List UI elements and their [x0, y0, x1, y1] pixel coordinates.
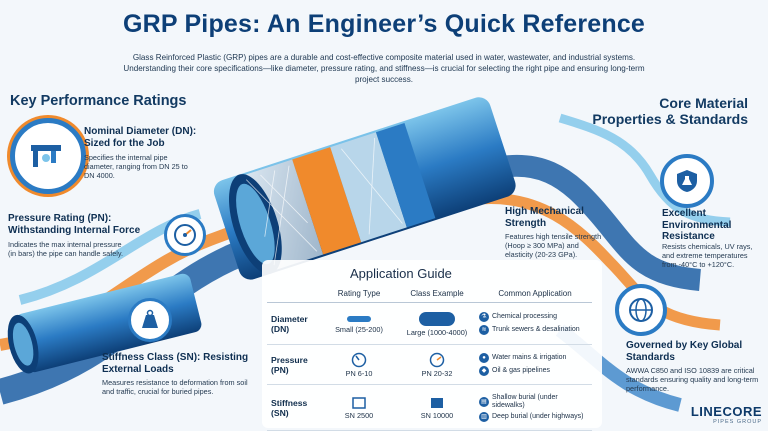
- pressure-rating: PN 6-10: [345, 368, 373, 378]
- heavy-load-icon: [431, 397, 443, 408]
- stiffness-rating: SN 2500: [344, 410, 374, 420]
- sewer-icon: ≋: [479, 325, 489, 335]
- weight-icon: [142, 309, 158, 328]
- row-pressure-label: Pressure (PN): [267, 344, 322, 385]
- pressure-body: Indicates the max internal pressure (in …: [8, 240, 124, 259]
- stiffness-example: SN 10000: [420, 410, 454, 420]
- page-title: GRP Pipes: An Engineer’s Quick Reference: [122, 10, 646, 38]
- left-heading: Key Performance Ratings: [10, 93, 187, 109]
- stiffness-app-2: Deep burial (under highways): [492, 412, 584, 420]
- high-pressure-gauge-icon: [429, 352, 445, 367]
- stiffness-icon-circle: [128, 298, 172, 342]
- header-common-application: Common Application: [478, 286, 592, 303]
- diameter-rating: Small (25-200): [335, 324, 383, 334]
- strength-body: Features high tensile strength (Hoop ≥ 3…: [505, 232, 602, 260]
- intro-text: Glass Reinforced Plastic (GRP) pipes are…: [123, 53, 645, 84]
- gauge-icon-circle: [164, 214, 206, 256]
- standards-title: Governed by Key Global Standards: [626, 340, 743, 363]
- low-pressure-gauge-icon: [351, 352, 367, 367]
- oil-drop-icon: ◆: [479, 366, 489, 376]
- application-guide-table: Rating Type Class Example Common Applica…: [267, 286, 592, 431]
- caliper-icon: [31, 145, 61, 167]
- diameter-title: Nominal Diameter (DN): Sized for the Job: [84, 126, 197, 149]
- diameter-body: Specifies the internal pipe diameter, ra…: [84, 153, 188, 181]
- row-stiffness-label: Stiffness (SN): [267, 384, 322, 431]
- stiffness-body: Measures resistance to deformation from …: [102, 378, 248, 397]
- large-pipe-icon: [419, 311, 455, 326]
- stiffness-app-1: Shallow burial (under sidewalks): [492, 393, 558, 409]
- diameter-app-2: Trunk sewers & desalination: [492, 326, 580, 333]
- logo-name: LINECORE: [690, 404, 762, 419]
- gauge-icon: [174, 224, 196, 246]
- environment-icon-circle: [660, 154, 714, 208]
- environment-body: Resists chemicals, UV rays, and extreme …: [662, 242, 753, 270]
- diameter-example: Large (1000-4000): [406, 327, 468, 337]
- strength-title: High Mechanical Strength: [505, 206, 584, 229]
- standards-icon-circle: [615, 284, 667, 336]
- company-logo: LINECORE PIPES GROUP: [691, 404, 762, 425]
- water-drop-icon: ●: [479, 353, 489, 363]
- sidewalk-icon: ▤: [479, 396, 489, 407]
- environment-title: Excellent Environmental Resistance: [662, 208, 732, 242]
- diameter-icon-circle: [10, 118, 86, 194]
- flask-shield-icon: [677, 170, 697, 192]
- small-pipe-icon: [347, 315, 371, 322]
- pressure-title: Pressure Rating (PN): Withstanding Inter…: [8, 213, 141, 236]
- standards-body: AWWA C850 and ISO 10839 are critical sta…: [626, 366, 759, 394]
- stiffness-title: Stiffness Class (SN): Resisting External…: [102, 352, 249, 375]
- pressure-app-2: Oil & gas pipelines: [492, 367, 550, 374]
- row-diameter-label: Diameter (DN): [267, 302, 322, 345]
- diameter-app-1: Chemical processing: [492, 313, 557, 320]
- right-heading: Core Material Properties & Standards: [592, 95, 748, 127]
- header-class-example: Class Example: [396, 286, 478, 303]
- light-load-icon: [352, 396, 366, 409]
- logo-subtitle: PIPES GROUP: [713, 419, 762, 425]
- application-guide-title: Application Guide: [350, 266, 452, 281]
- globe-icon: [629, 298, 653, 322]
- highway-icon: ▥: [479, 411, 489, 422]
- pressure-example: PN 20-32: [421, 368, 453, 378]
- header-rating-type: Rating Type: [322, 286, 396, 303]
- pressure-app-1: Water mains & irrigation: [492, 354, 567, 361]
- chemical-icon: ⚗: [479, 312, 489, 322]
